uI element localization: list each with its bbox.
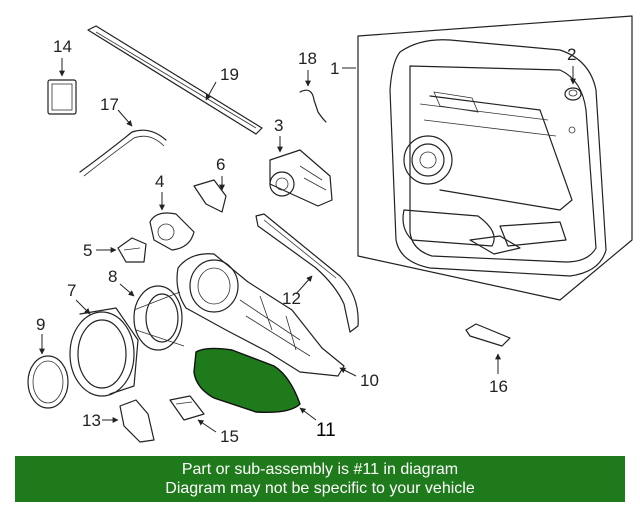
- callout-9: 9: [36, 315, 45, 334]
- part-15-switch[interactable]: [169, 395, 205, 421]
- part-18-cable[interactable]: [299, 89, 327, 123]
- part-2-clip[interactable]: [564, 87, 582, 101]
- callout-16: 16: [489, 377, 508, 396]
- part-6-cover[interactable]: [193, 179, 227, 213]
- part-19-belt-molding[interactable]: [87, 25, 263, 135]
- callout-4: 4: [155, 172, 164, 191]
- part-11-highlighted[interactable]: [193, 347, 301, 414]
- part-9-ring[interactable]: [27, 355, 69, 409]
- part-13-bracket[interactable]: [119, 399, 155, 443]
- part-3-bracket[interactable]: [269, 149, 333, 207]
- callout-1: 1: [330, 59, 339, 78]
- callout-12: 12: [282, 289, 301, 308]
- callout-15: 15: [220, 427, 239, 446]
- exploded-parts-diagram: 1 2 3 4 5 6 7: [27, 15, 633, 446]
- callout-10: 10: [360, 371, 379, 390]
- notice-line-1: Part or sub-assembly is #11 in diagram: [181, 461, 459, 478]
- part-7-grille-ring[interactable]: [69, 307, 139, 397]
- part-12-handle-trim[interactable]: [255, 213, 359, 333]
- callout-8: 8: [108, 267, 117, 286]
- callout-7: 7: [67, 281, 76, 300]
- callout-6: 6: [216, 155, 225, 174]
- callout-17: 17: [100, 95, 119, 114]
- part-16-lamp[interactable]: [465, 323, 511, 347]
- part-1-door-panel[interactable]: [357, 15, 633, 301]
- callout-19: 19: [220, 65, 239, 84]
- callout-2: 2: [567, 45, 576, 64]
- callout-18: 18: [298, 49, 317, 68]
- callout-3: 3: [274, 116, 283, 135]
- diagram-notice-banner: Part or sub-assembly is #11 in diagram D…: [15, 456, 625, 502]
- callout-11: 11: [316, 420, 336, 441]
- part-17-seal-strip[interactable]: [79, 129, 167, 177]
- part-14-pad[interactable]: [47, 79, 77, 115]
- part-4-tweeter[interactable]: [149, 212, 195, 251]
- part-8-speaker[interactable]: [133, 285, 185, 351]
- part-5-grille[interactable]: [117, 237, 147, 263]
- callout-5: 5: [83, 241, 92, 260]
- notice-line-2: Diagram may not be specific to your vehi…: [165, 480, 475, 497]
- callout-13: 13: [82, 411, 101, 430]
- callout-14: 14: [53, 37, 72, 56]
